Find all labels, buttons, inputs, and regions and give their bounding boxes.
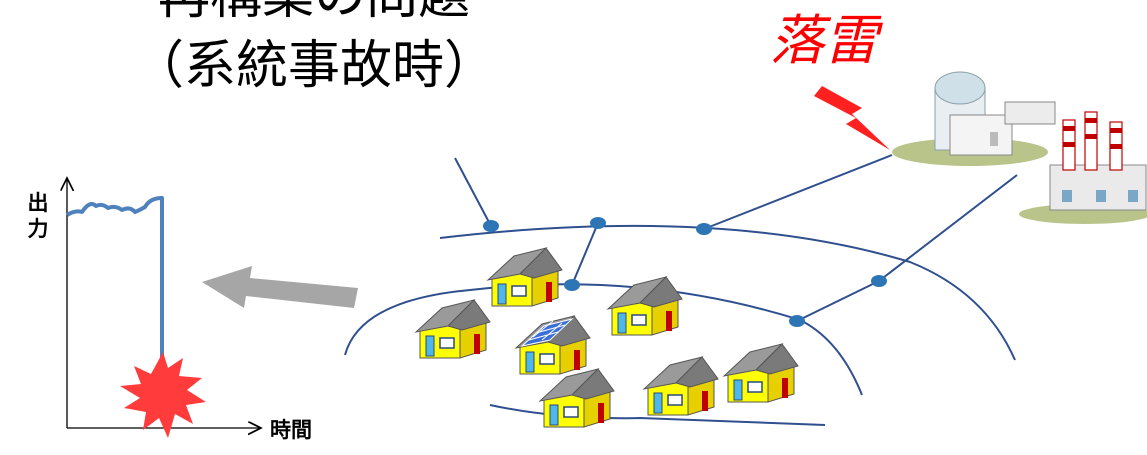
title-line-2: （系統事故時） — [132, 36, 497, 96]
solar-house-icon — [515, 315, 591, 375]
title-line-1: 再構築の問題 — [158, 0, 470, 22]
outer-grid-arc — [439, 224, 1016, 361]
feeder-line-1 — [454, 157, 492, 227]
arrow-left-icon — [202, 266, 358, 308]
graph-x-label: 時間 — [270, 418, 312, 442]
nuclear-plant-icon — [892, 71, 1056, 166]
graph-y-label: 出力 — [27, 191, 49, 241]
output-line — [65, 196, 164, 385]
grid-node — [871, 275, 887, 287]
thermal-plant-icon — [1019, 111, 1147, 224]
link-line — [796, 280, 880, 322]
house-icon — [643, 356, 719, 416]
house-icon — [539, 368, 615, 428]
transmission-line-thermal — [878, 174, 1018, 282]
inner-grid-arc — [344, 283, 863, 396]
power-grid — [344, 154, 1018, 426]
transmission-line-plant — [703, 154, 893, 230]
house-icon — [415, 299, 491, 359]
lightning-label: 落雷 — [770, 9, 878, 72]
grid-node — [696, 223, 712, 235]
output-graph — [67, 178, 261, 438]
lightning-bolt-icon — [814, 86, 890, 150]
grid-node — [789, 315, 805, 327]
house-icon — [723, 343, 799, 403]
explosion-icon — [120, 352, 206, 438]
feeder-line-2 — [571, 222, 599, 286]
grid-node — [483, 220, 499, 232]
grid-node — [564, 279, 580, 291]
grid-node — [590, 217, 606, 229]
house-icon — [487, 247, 563, 307]
